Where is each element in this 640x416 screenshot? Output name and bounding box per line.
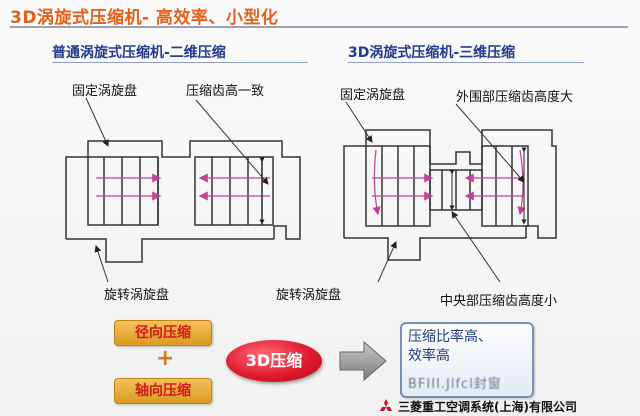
right-label-fixed-scroll: 固定涡旋盘 — [340, 88, 406, 103]
result-line-3: BFIII.Jlfcl封窗 — [408, 377, 502, 392]
page-title: 3D涡旋式压缩机- 高效率、小型化 — [10, 8, 279, 28]
3d-compression-badge: 3D压缩 — [226, 340, 322, 382]
left-fixed-scroll-outline — [65, 140, 301, 240]
result-line-1: 压缩比率高、 — [408, 329, 492, 345]
title-underline — [10, 26, 628, 28]
mitsubishi-logo-icon — [380, 399, 392, 411]
result-text: 压缩比率高、 效率高 — [408, 328, 492, 366]
leader-left-orbiting — [94, 245, 109, 283]
footer-company-name: 三菱重工空调系统(上海)有限公司 — [398, 400, 577, 414]
right-heading-underline — [348, 62, 584, 63]
right-fixed-scroll-outline — [343, 129, 557, 239]
result-line-2: 效率高 — [408, 348, 450, 364]
radial-compression-pill: 径向压缩 — [114, 320, 212, 346]
left-label-uniform-height: 压缩齿高一致 — [186, 84, 265, 99]
leader-right-fixed — [345, 101, 373, 143]
leader-right-center — [451, 211, 501, 283]
result-box: 压缩比率高、 效率高 BFIII.Jlfcl封窗 — [400, 322, 534, 398]
leader-left-fixed — [85, 97, 109, 147]
right-label-center-height: 中央部压缩齿高度小 — [440, 294, 558, 309]
leader-right-orbiting — [377, 241, 397, 283]
right-orbiting-scroll-outline — [344, 237, 526, 261]
right-diagram-heading: 3D涡旋式压缩机-三维压缩 — [348, 45, 516, 61]
right-label-outer-height: 外围部压缩齿高度大 — [456, 90, 574, 105]
right-arrow-icon — [339, 340, 387, 382]
left-orbiting-scroll-outline — [66, 238, 274, 263]
left-scroll-diagram — [65, 140, 301, 263]
left-label-fixed-scroll: 固定涡旋盘 — [72, 84, 138, 99]
right-scroll-diagram — [343, 129, 557, 261]
leader-right-outer — [455, 103, 525, 183]
left-label-orbiting-scroll: 旋转涡旋盘 — [104, 288, 170, 303]
right-label-orbiting-scroll: 旋转涡旋盘 — [276, 288, 342, 303]
left-heading-underline — [52, 62, 308, 63]
left-diagram-heading: 普通涡旋式压缩机-二维压缩 — [52, 45, 226, 61]
plus-sign: + — [156, 346, 175, 371]
axial-compression-pill: 轴向压缩 — [114, 378, 212, 404]
leader-left-height — [195, 99, 269, 185]
